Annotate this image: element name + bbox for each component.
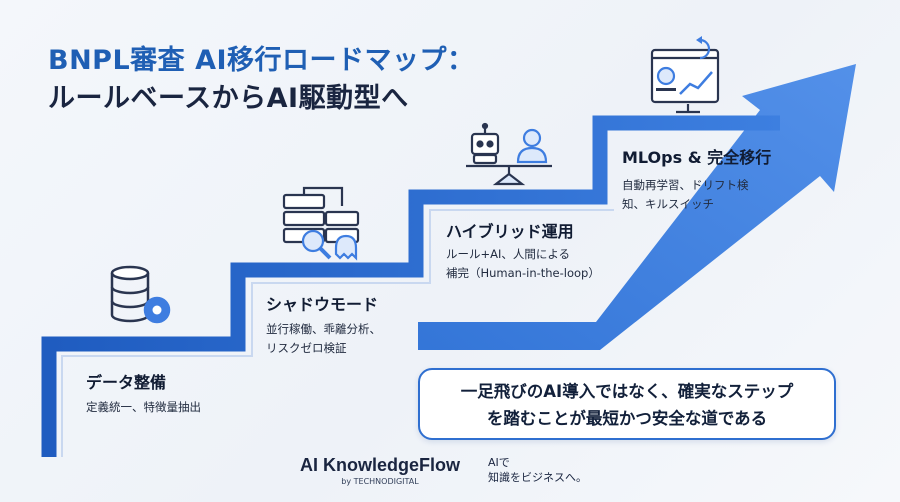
brand-logo: AI KnowledgeFlow by TECHNODIGITAL xyxy=(300,455,460,486)
step-4-title: MLOps & 完全移行 xyxy=(622,148,772,167)
step-1-desc-line-1: 定義統一、特徴量抽出 xyxy=(86,400,201,414)
step-2-desc-line-2: リスクゼロ検証 xyxy=(266,341,347,355)
database-gear-icon xyxy=(110,265,171,324)
step-2-desc-line-1: 並行稼働、乖離分析、 xyxy=(266,322,381,336)
brand-name: AI KnowledgeFlow xyxy=(300,455,460,475)
servers-magnifier-ghost-icon xyxy=(282,186,360,261)
brand-byline: by TECHNODIGITAL xyxy=(341,477,419,486)
callout-line-1: 一足飛びのAI導入ではなく、確実なステップ xyxy=(460,382,794,401)
staircase-shadow xyxy=(61,209,614,457)
page-title: BNPL審査 AI移行ロードマップ： ルールベースからAI駆動型へ xyxy=(48,42,475,118)
step-2-title: シャドウモード xyxy=(266,295,379,314)
growth-arrow xyxy=(418,64,856,350)
step-3-desc-line-2: 補完（Human-in-the-loop） xyxy=(446,266,600,280)
tagline-line-1: AIで xyxy=(488,456,510,469)
step-3-title: ハイブリッド運用 xyxy=(446,222,574,241)
step-3-desc-line-1: ルール+AI、人間による xyxy=(446,247,571,261)
key-message-callout: 一足飛びのAI導入ではなく、確実なステップ を踏むことが最短かつ安全な道である xyxy=(418,368,836,440)
step-4-desc-line-1: 自動再学習、ドリフト検 xyxy=(622,178,749,192)
callout-line-2: を踏むことが最短かつ安全な道である xyxy=(486,409,768,428)
brand-tagline: AIで 知識をビジネスへ。 xyxy=(488,455,587,485)
step-1-title: データ整備 xyxy=(86,373,167,392)
step-4-desc-line-2: 知、キルスイッチ xyxy=(622,197,714,211)
staircase xyxy=(41,115,780,457)
dashboard-sync-icon xyxy=(650,36,720,114)
title-line-1: BNPL審査 AI移行ロードマップ： xyxy=(48,45,475,76)
robot-human-balance-icon xyxy=(466,122,552,186)
tagline-line-2: 知識をビジネスへ。 xyxy=(488,471,587,484)
title-line-2: ルールベースからAI駆動型へ xyxy=(48,83,409,114)
